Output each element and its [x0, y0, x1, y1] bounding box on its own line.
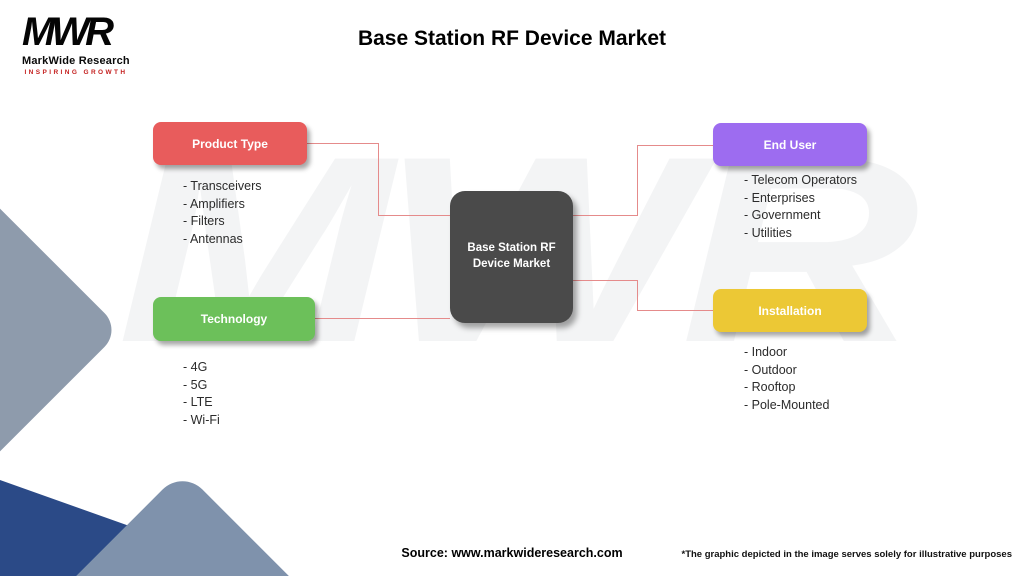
segment-list-item: - Amplifiers — [183, 196, 245, 211]
page-title: Base Station RF Device Market — [357, 27, 667, 50]
segment-list-product-type: - Transceivers - Amplifiers - Filters - … — [183, 178, 262, 248]
connector-line-enduser-v — [637, 145, 638, 216]
segment-list-installation: - Indoor - Outdoor - Rooftop - Pole-Moun… — [744, 344, 829, 414]
connector-line-installation-h1 — [573, 280, 637, 281]
segment-list-technology: - 4G - 5G - LTE - Wi-Fi — [183, 359, 220, 429]
segment-list-item: - 4G — [183, 360, 208, 374]
segment-box-installation: Installation — [713, 289, 867, 332]
segment-list-item: - Transceivers — [183, 179, 262, 193]
segment-box-end-user: End User — [713, 123, 867, 166]
brand-logo: MWR MarkWide Research Inspiring Growth — [22, 10, 130, 76]
segment-list-item: - Rooftop — [744, 380, 796, 395]
source-line: Source: www.markwideresearch.com — [0, 546, 1024, 560]
connector-line-enduser-h2 — [573, 215, 637, 216]
segment-list-item: - Outdoor — [744, 362, 797, 377]
connector-line-product-v — [378, 143, 379, 216]
segment-box-product-type: Product Type — [153, 122, 307, 165]
segment-list-item: - LTE — [183, 395, 213, 410]
segment-list-item: - Government — [744, 208, 821, 223]
source-url: www.markwideresearch.com — [451, 546, 623, 560]
segment-list-item: - Telecom Operators — [744, 173, 858, 187]
disclaimer-text: *The graphic depicted in the image serve… — [681, 549, 1013, 560]
connector-line-product-h2 — [378, 215, 450, 216]
center-node: Base Station RF Device Market — [450, 191, 573, 323]
logo-company-name: MarkWide Research — [22, 55, 130, 67]
segment-list-item: - Wi-Fi — [183, 412, 220, 427]
segment-list-item: - Utilities — [744, 225, 792, 240]
segment-list-item: - 5G — [183, 377, 208, 392]
segment-list-item: - Filters — [183, 214, 225, 229]
segment-box-technology: Technology — [153, 297, 315, 341]
segment-list-item: - Pole-Mounted — [744, 397, 830, 412]
source-label: Source: — [401, 546, 448, 560]
connector-line-installation-v — [637, 280, 638, 311]
segment-list-item: - Antennas — [183, 231, 243, 246]
connector-line-enduser-h1 — [637, 145, 713, 146]
segment-list-end-user: - Telecom Operators - Enterprises - Gove… — [744, 172, 857, 242]
logo-monogram: MWR — [22, 10, 114, 54]
segment-list-item: - Indoor — [744, 345, 788, 359]
logo-tagline: Inspiring Growth — [24, 69, 128, 76]
connector-line-installation-h2 — [637, 310, 713, 311]
segment-list-item: - Enterprises — [744, 190, 815, 205]
connector-line-technology — [315, 318, 450, 319]
decorative-triangle-left — [0, 188, 122, 472]
connector-line-product-h1 — [307, 143, 378, 144]
